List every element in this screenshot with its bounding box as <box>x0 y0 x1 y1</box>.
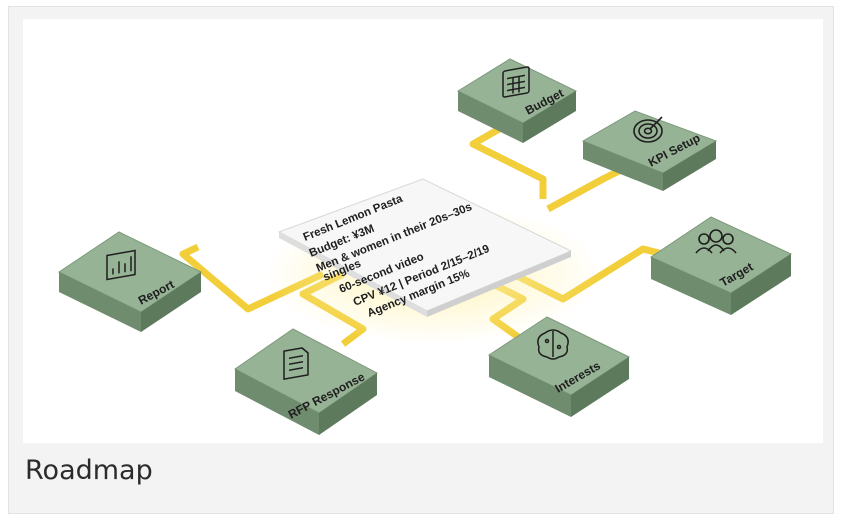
document-icon <box>283 347 309 380</box>
roadmap-diagram: Fresh Lemon Pasta Budget: ¥3M Men & wome… <box>57 58 793 435</box>
figure-caption: Roadmap <box>25 455 153 486</box>
diagram-card: Fresh Lemon Pasta Budget: ¥3M Men & wome… <box>8 6 834 514</box>
block-rfp: RFP Response <box>234 328 378 435</box>
connector-kpi <box>546 165 625 213</box>
block-target: Target <box>649 216 793 315</box>
target-icon <box>633 116 663 143</box>
block-budget: Budget <box>456 58 578 143</box>
people-icon <box>695 229 737 254</box>
brain-icon <box>537 329 569 360</box>
block-interests: Interests <box>487 316 631 417</box>
roadmap-illustration: Fresh Lemon Pasta Budget: ¥3M Men & wome… <box>23 19 823 443</box>
center-note: Fresh Lemon Pasta Budget: ¥3M Men & wome… <box>277 178 573 320</box>
block-report: Report <box>57 231 203 332</box>
calculator-icon <box>502 66 530 98</box>
connector-budget <box>469 120 547 199</box>
bar-chart-icon <box>106 249 136 281</box>
block-kpi: KPI Setup <box>581 110 718 191</box>
